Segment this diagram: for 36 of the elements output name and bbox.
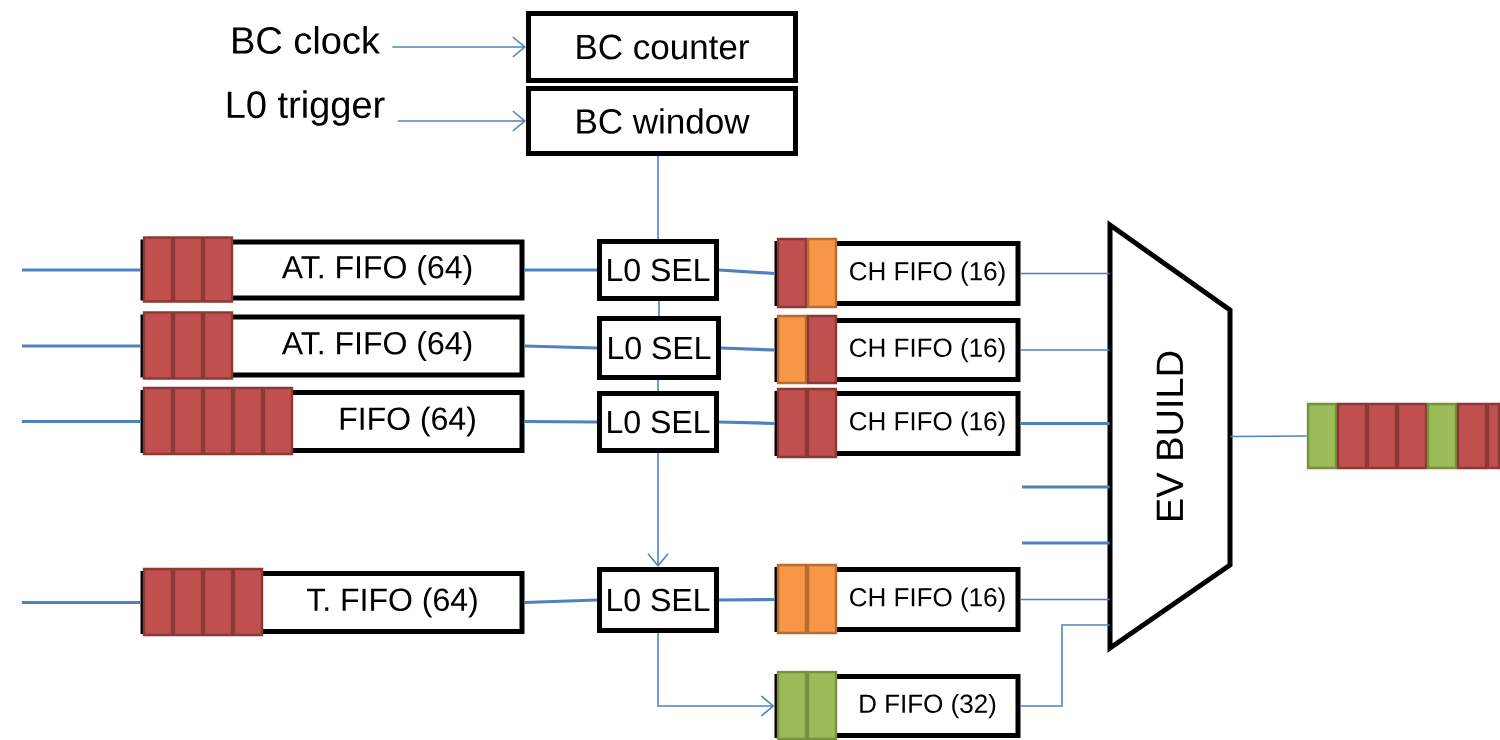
connector-line (1019, 349, 1111, 351)
connector-line (524, 344, 598, 350)
connector-line (647, 452, 669, 567)
connector-line (718, 420, 775, 426)
selector-box: L0 SEL (597, 567, 719, 633)
counter-box: BC counter (526, 11, 798, 83)
connector-line (1020, 421, 1110, 426)
connector-line (524, 268, 597, 272)
output-queue-drawing (1306, 402, 1500, 470)
connector-line (657, 632, 775, 717)
connector-line (658, 300, 660, 317)
connector-line (1022, 485, 1110, 489)
connector-line (391, 36, 526, 58)
connector-line (720, 346, 775, 352)
connector-line (718, 268, 775, 276)
signal-label: L0 trigger (227, 90, 385, 126)
connector-line (524, 598, 598, 605)
connector-line (1022, 541, 1110, 545)
connector-line (1019, 272, 1111, 275)
counter-box: BC window (526, 86, 798, 156)
connector-line (22, 268, 141, 272)
connector-line (524, 419, 597, 424)
connector-line (657, 379, 659, 392)
selector-box: L0 SEL (597, 391, 719, 453)
connector-line (22, 344, 141, 348)
connector-line (22, 419, 141, 424)
signal-label: BC clock (233, 26, 380, 54)
connector-line (719, 597, 775, 602)
connector-line (396, 110, 526, 132)
connector-line (22, 600, 141, 605)
connector-line (657, 155, 659, 240)
connector-line (1229, 435, 1308, 438)
selector-box: L0 SEL (597, 316, 721, 380)
connector-line (1019, 624, 1111, 707)
connector-line (1019, 598, 1111, 601)
selector-box: L0 SEL (597, 239, 719, 301)
